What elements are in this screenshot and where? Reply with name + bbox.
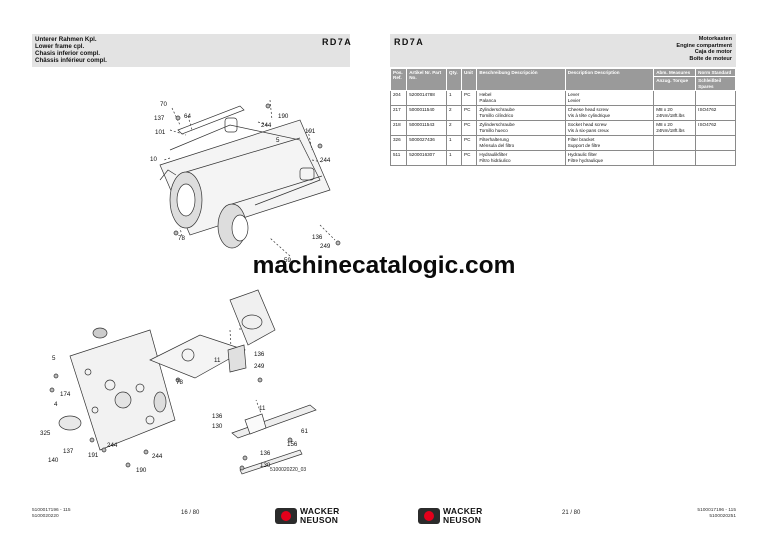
callout: 136 — [212, 413, 223, 420]
callout: 70 — [160, 101, 167, 108]
page-number: 16 / 80 — [181, 510, 200, 516]
model-logo: RD7A — [394, 37, 425, 47]
left-header: Unterer Rahmen Kpl. Lower frame cpl. Cha… — [32, 34, 353, 67]
callout: 4 — [54, 401, 58, 408]
callout: 156 — [287, 441, 298, 448]
callout: 249 — [320, 243, 331, 250]
table-subheader-row: Anzug. Torque Schleißteil Spares — [391, 76, 736, 92]
col-article: Artikel Nr. Part No. — [406, 67, 447, 92]
callout: 190 — [136, 467, 147, 474]
callout: 10 — [150, 156, 157, 163]
callout: 130 — [212, 423, 223, 430]
brand-logo-icon — [418, 507, 440, 524]
callout: 130 — [260, 462, 271, 469]
brand-logo-icon — [275, 507, 297, 524]
callout: 59 — [284, 257, 291, 264]
callout: 191 — [305, 128, 316, 135]
col-desc-en-fr: Description Description — [564, 67, 655, 92]
callout: 64 — [184, 113, 191, 120]
col-norm: Norm Standard — [695, 67, 736, 78]
callout: 174 — [60, 391, 71, 398]
callout: 325 — [40, 430, 51, 437]
table-header-row: Pos. Ref. Artikel Nr. Part No. Qty. Unit… — [389, 67, 736, 92]
col-dimensions: Abm. Measures — [653, 67, 697, 78]
left-page: Unterer Rahmen Kpl. Lower frame cpl. Cha… — [32, 34, 353, 524]
callout: 190 — [278, 113, 289, 120]
callout: 137 — [154, 115, 165, 122]
callout: 5 — [52, 355, 56, 362]
col-pos: Pos. Ref. — [389, 67, 408, 92]
callout: 136 — [254, 351, 265, 358]
callout: 11 — [259, 405, 266, 412]
callout: 249 — [254, 363, 265, 370]
exploded-parts-drawing: 70 64 137 101 190 244 5 191 10 244 78 13… — [40, 99, 341, 475]
section-title: Motorkasten Engine compartment Caja de m… — [676, 36, 732, 62]
col-desc-de-es: Beschreibung Descripción — [476, 67, 566, 92]
parts-table: Pos. Ref. Artikel Nr. Part No. Qty. Unit… — [389, 67, 736, 167]
callout: 140 — [48, 457, 59, 464]
page-number: 21 / 80 — [562, 510, 581, 516]
callout: 244 — [261, 122, 272, 129]
callout: 136 — [312, 234, 323, 241]
drawing-reference: 5100020220_03 — [270, 467, 307, 473]
callout: 5 — [276, 137, 280, 144]
watermark: machinecatalogic.com — [252, 252, 516, 279]
footer-codes: 5100017196 - 115 5100020220 — [32, 508, 71, 519]
callout: 191 — [88, 452, 99, 459]
callout: 61 — [301, 428, 308, 435]
callout: 78 — [176, 379, 183, 386]
col-wear: Schleißteil Spares — [695, 76, 736, 92]
right-header: RD7A Motorkasten Engine compartment Caja… — [390, 34, 736, 67]
col-qty: Qty. — [445, 67, 463, 92]
model-logo: RD7A — [322, 37, 353, 47]
callout: 101 — [155, 129, 166, 136]
col-torque: Anzug. Torque — [653, 76, 697, 92]
callout: 78 — [178, 235, 185, 242]
brand-logo: WACKER NEUSON — [275, 507, 340, 524]
callout: 136 — [260, 450, 271, 457]
callout: 11 — [214, 357, 221, 364]
callout: 244 — [320, 157, 331, 164]
callout: 244 — [152, 453, 163, 460]
callout: 244 — [107, 442, 118, 449]
brand-logo: WACKER NEUSON — [418, 507, 483, 524]
left-header-title: Unterer Rahmen Kpl. Lower frame cpl. Cha… — [35, 36, 107, 64]
callout: 137 — [63, 448, 74, 455]
footer-codes: 5100017196 - 115 5100020251 — [697, 508, 736, 519]
col-unit: Unit — [461, 67, 478, 92]
